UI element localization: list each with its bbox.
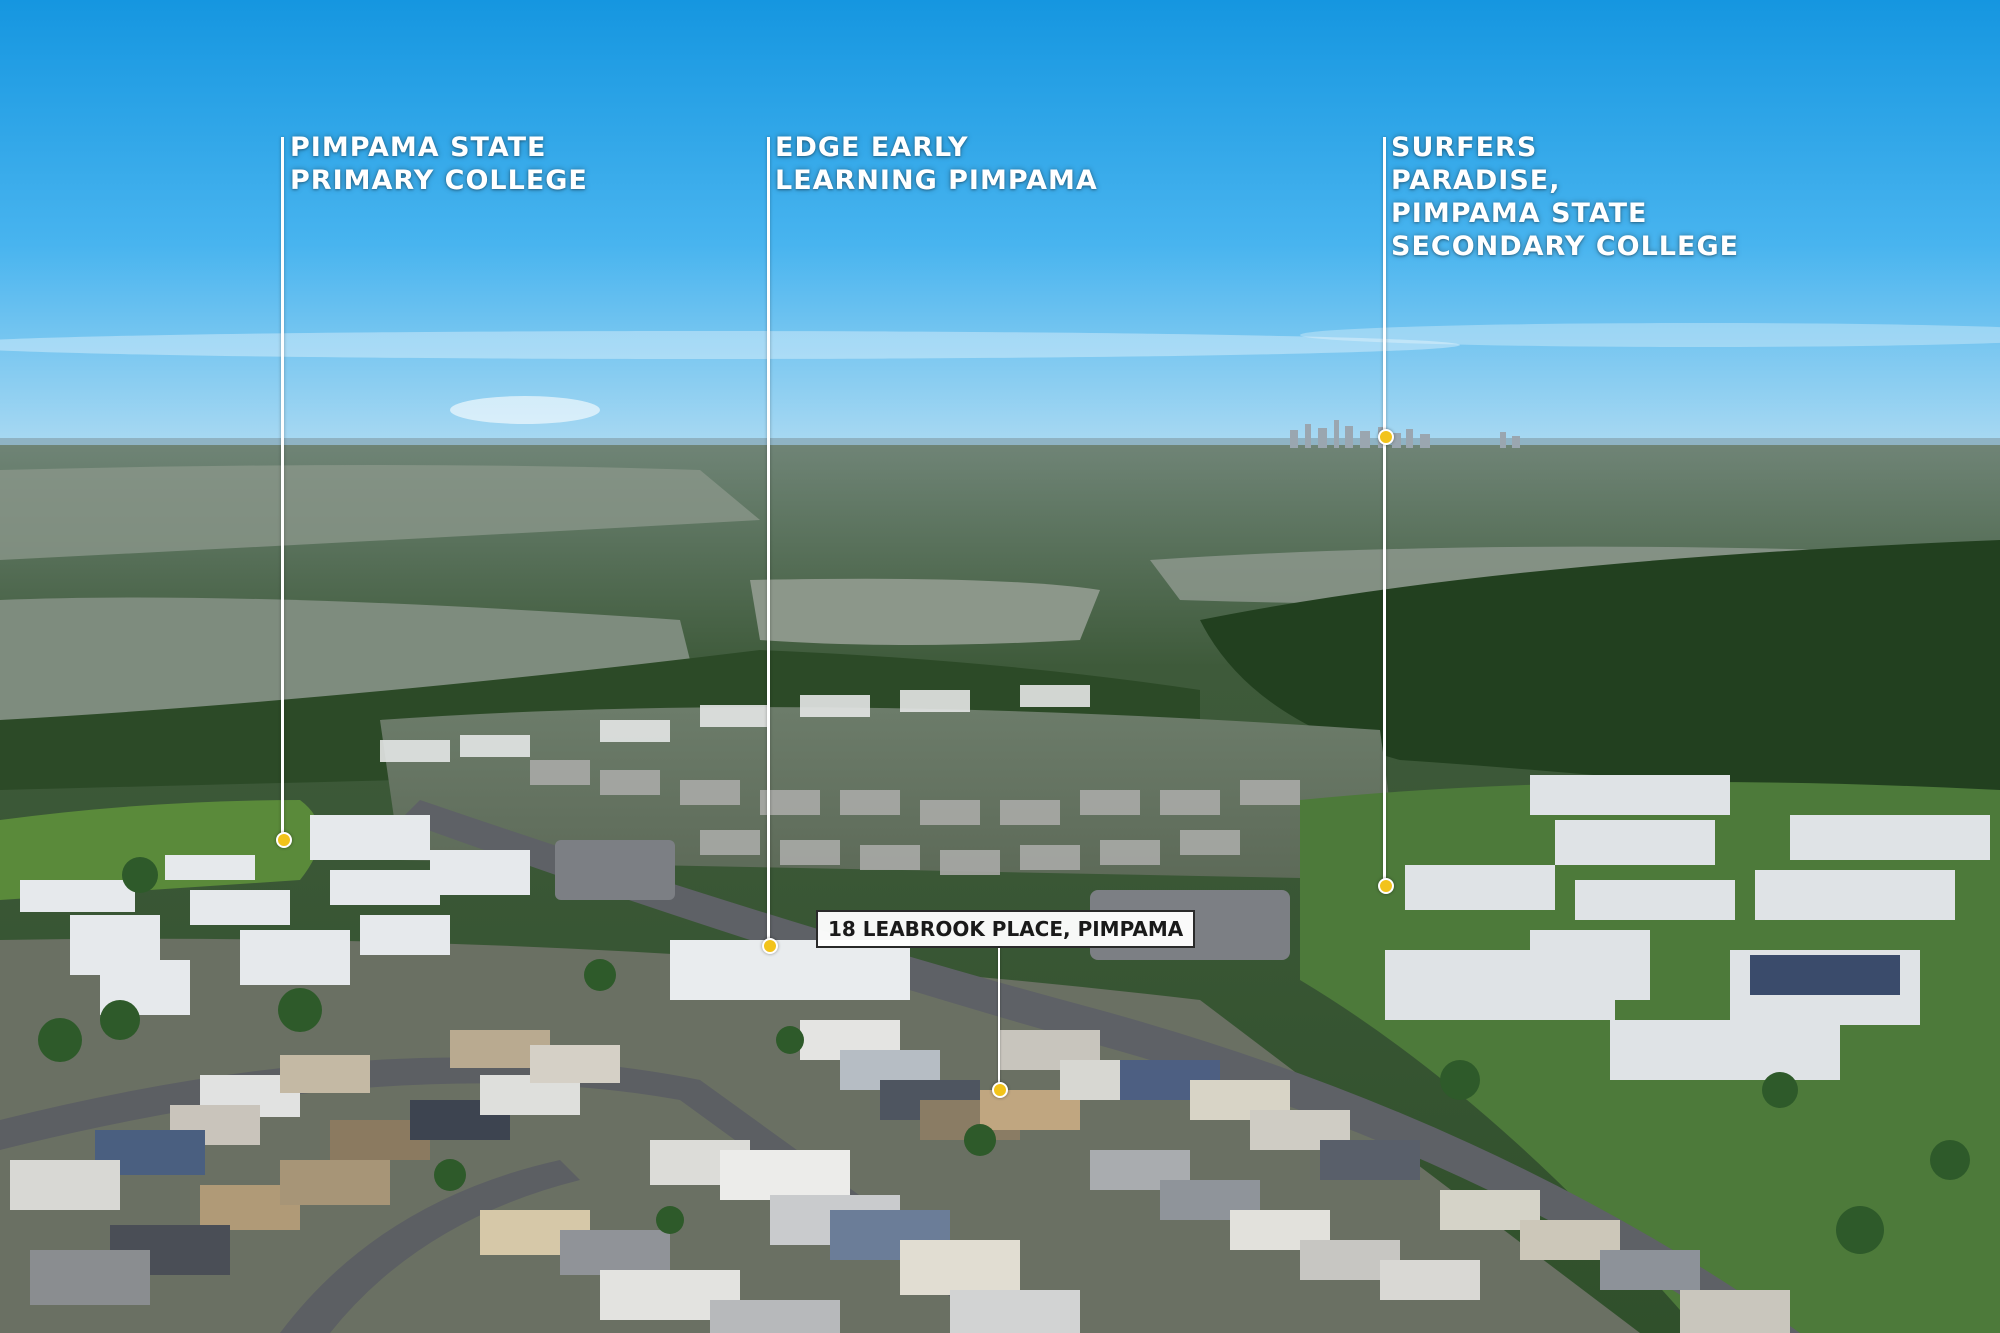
callout-label-primary-college: PIMPAMA STATE PRIMARY COLLEGE <box>290 131 588 197</box>
callout-leader-line <box>1383 137 1386 887</box>
callout-label-edge-early-learning: EDGE EARLY LEARNING PIMPAMA <box>775 131 1098 197</box>
cloud <box>0 331 1460 359</box>
callout-line: PIMPAMA STATE <box>290 132 547 163</box>
house-roofs <box>10 1020 1790 1333</box>
callout-label-surfers-paradise-secondary-college: SURFERS PARADISE, PIMPAMA STATE SECONDAR… <box>1391 131 1739 263</box>
location-marker-icon <box>276 832 292 848</box>
sky <box>0 0 2000 445</box>
solar-panels <box>1750 955 1900 995</box>
ocean-horizon <box>0 438 2000 448</box>
distant-suburb <box>750 578 1100 645</box>
property-leader-line <box>998 948 1000 1088</box>
cloud <box>450 396 600 424</box>
main-road <box>400 800 1800 1333</box>
callout-line: PARADISE, <box>1391 165 1561 196</box>
bushland <box>1200 540 2000 820</box>
cloud <box>1300 323 2000 347</box>
callout-line: LEARNING PIMPAMA <box>775 165 1098 196</box>
location-marker-icon <box>1378 878 1394 894</box>
location-marker-icon <box>1378 429 1394 445</box>
local-street <box>280 1160 580 1333</box>
property-address-label: 18 LEABROOK PLACE, PIMPAMA <box>816 910 1196 948</box>
location-marker-icon <box>762 938 778 954</box>
childcare-centre-roof <box>670 940 910 1000</box>
callout-leader-line <box>767 137 770 942</box>
property-marker-icon <box>992 1082 1008 1098</box>
callout-line: PRIMARY COLLEGE <box>290 165 588 196</box>
school-buildings <box>20 815 530 1015</box>
house-roofs <box>380 685 1300 875</box>
distant-suburb <box>0 465 760 560</box>
callout-line: PIMPAMA STATE <box>1391 198 1648 229</box>
callout-line: EDGE EARLY <box>775 132 969 163</box>
trees <box>38 857 1970 1254</box>
callout-line: SECONDARY COLLEGE <box>1391 231 1740 262</box>
callout-leader-line <box>281 137 284 837</box>
callout-line: SURFERS <box>1391 132 1538 163</box>
car-park <box>555 840 675 900</box>
